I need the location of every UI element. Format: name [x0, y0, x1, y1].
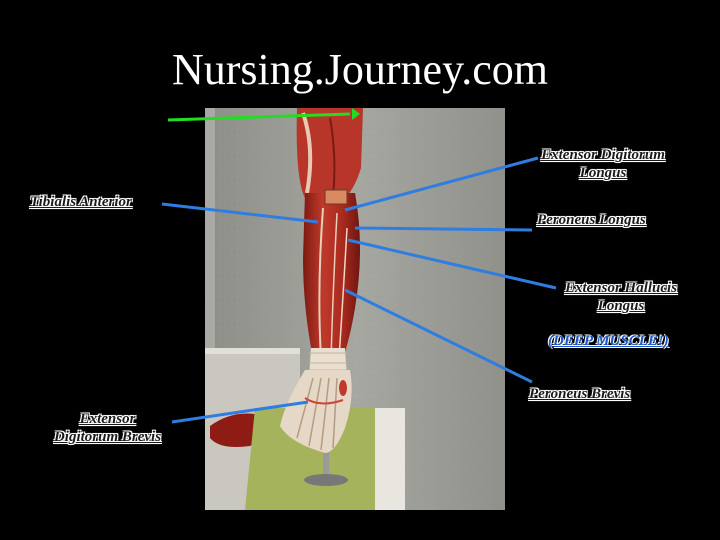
page-title: Nursing.Journey.com [172, 45, 548, 94]
knee-region [296, 108, 363, 198]
lower-leg-muscles [303, 193, 360, 358]
label-extensor-hallucis-longus: Extensor Hallucis Longus [564, 280, 678, 314]
pointer-peroneus-longus [354, 226, 533, 232]
pointer-extensor-hallucis-longus [344, 288, 533, 384]
pointer-peroneus-brevis-upper [347, 238, 557, 290]
leg-model-photo [205, 108, 505, 510]
green-pointer-line [167, 112, 351, 122]
pointer-tibialis-anterior [161, 202, 319, 224]
label-extensor-digitorum-brevis: Extensor Digitorum Brevis [53, 411, 162, 445]
label-extensor-digitorum-longus: Extensor Digitorum Longus [541, 147, 665, 181]
label-peroneus-brevis: Peroneus Brevis [529, 386, 631, 402]
green-pointer-arrowhead [352, 108, 360, 120]
label-deep-muscle: (DEEP MUSCLE!) [548, 333, 669, 349]
label-peroneus-longus: Peroneus Longus [537, 212, 646, 228]
pointer-extensor-digitorum-longus [344, 156, 539, 212]
label-tibialis-anterior: Tibialis Anterior [30, 194, 132, 210]
pointer-extensor-digitorum-brevis [171, 400, 309, 424]
stand-pole [323, 428, 329, 478]
